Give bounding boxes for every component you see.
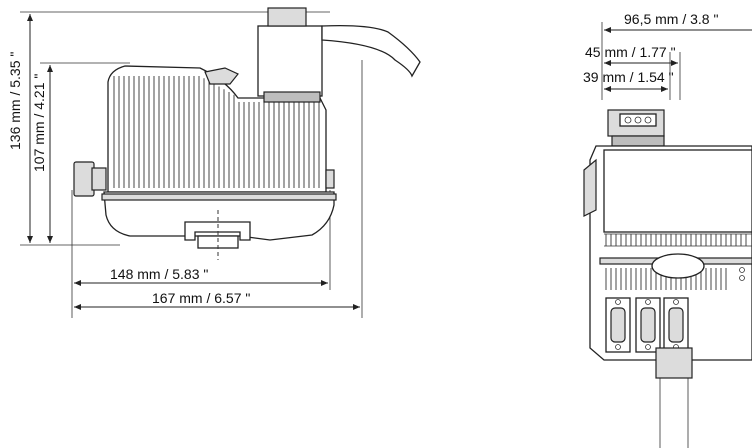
front-view: 96,5 mm / 3.8 " 45 mm / 1.77 " 39 mm / 1… xyxy=(583,11,752,448)
plug-base xyxy=(263,91,321,103)
pin-1 xyxy=(624,116,632,124)
sub-d-connectors xyxy=(605,297,689,353)
front-fins-top xyxy=(604,233,752,247)
dim-label-width-body: 148 mm / 5.83 " xyxy=(110,266,208,282)
plug-top xyxy=(267,7,307,27)
front-latch xyxy=(651,253,705,279)
front-fins-bottom xyxy=(605,268,727,290)
pin-2 xyxy=(634,116,642,124)
led-2 xyxy=(739,275,745,281)
dim-label-front-width: 96,5 mm / 3.8 " xyxy=(624,11,718,27)
dim-label-front-39: 39 mm / 1.54 " xyxy=(583,69,674,85)
front-left-tab xyxy=(583,158,597,217)
dim-label-width-total: 167 mm / 6.57 " xyxy=(152,290,250,306)
front-plug-base xyxy=(611,135,665,147)
port-frame xyxy=(605,297,631,353)
front-plug-pins xyxy=(619,113,657,127)
dim-label-height-total: 136 mm / 5.35 " xyxy=(7,52,23,150)
port-sub-d xyxy=(610,307,626,343)
plug-box xyxy=(257,25,323,97)
dim-label-front-45: 45 mm / 1.77 " xyxy=(585,44,676,60)
port-sub-d xyxy=(640,307,656,343)
port-screw xyxy=(645,344,651,350)
dim-label-height-body: 107 mm / 4.21 " xyxy=(31,74,47,172)
port-screw xyxy=(673,299,679,305)
port-frame xyxy=(635,297,661,353)
side-view: 136 mm / 5.35 " 107 mm / 4.21 " 148 mm /… xyxy=(7,7,421,318)
front-lid xyxy=(603,149,752,233)
front-cable-plug xyxy=(655,347,693,379)
left-connector-neck xyxy=(91,167,107,191)
pin-3 xyxy=(644,116,652,124)
cooling-fins xyxy=(113,76,320,188)
right-knob xyxy=(325,169,335,189)
housing-seam xyxy=(101,193,337,201)
port-screw xyxy=(645,299,651,305)
port-sub-d xyxy=(668,307,684,343)
device-side-outline xyxy=(73,7,421,260)
led-1 xyxy=(739,267,745,273)
port-screw xyxy=(615,299,621,305)
top-latch xyxy=(204,67,239,85)
cable xyxy=(321,24,421,78)
device-front-outline xyxy=(583,109,752,448)
port-screw xyxy=(615,344,621,350)
left-connector xyxy=(73,161,95,197)
